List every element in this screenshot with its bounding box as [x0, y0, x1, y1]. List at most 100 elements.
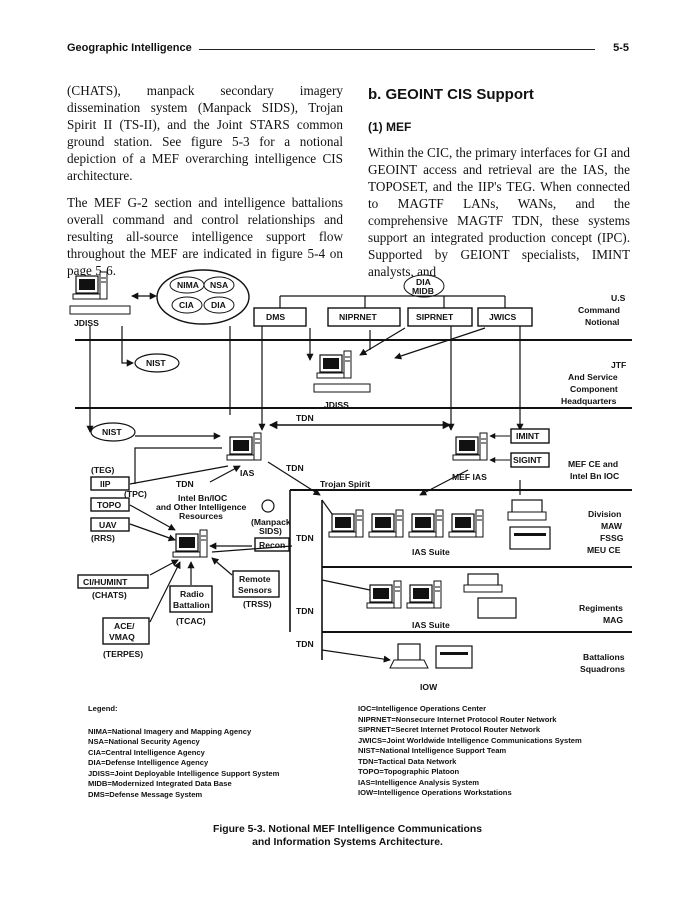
header-rule	[199, 49, 595, 50]
radio-line1: Radio	[180, 589, 204, 599]
svg-text:UAV: UAV	[99, 520, 117, 530]
tdn-label-reg: TDN	[296, 606, 314, 616]
tdn-label-div: TDN	[296, 533, 314, 543]
jdiss-label-top: JDISS	[74, 318, 99, 328]
tdn-label-ias: TDN	[286, 463, 304, 473]
intel-bn-line1: Intel Bn/IOC	[178, 493, 227, 503]
manpack-line2: SIDS)	[259, 526, 282, 536]
left-paragraph-2: The MEF G-2 section and intelligence bat…	[67, 195, 343, 278]
remote-line1: Remote	[239, 574, 271, 584]
net-niprnet: NIPRNET	[339, 312, 377, 322]
legend-item: JWICS=Joint Worldwide Intelligence Commu…	[358, 735, 582, 745]
net-jwics: JWICS	[489, 312, 516, 322]
legend-item: SIPRNET=Secret Internet Protocol Router …	[358, 725, 541, 734]
ias-workstation: IAS	[226, 432, 262, 478]
svg-text:CI/HUMINT: CI/HUMINT	[83, 577, 128, 587]
legend-item: MIDB=Modernized Integrated Data Base	[88, 779, 232, 788]
agency-cluster: NIMA NSA CIA DIA	[156, 269, 250, 325]
teg-label: (TEG)	[91, 465, 115, 475]
right-column: b. GEOINT CIS Support (1) MEF Within the…	[368, 82, 630, 290]
trss-label: (TRSS)	[243, 599, 272, 609]
svg-text:Battalions: Battalions	[583, 652, 625, 662]
caption-line-1: Figure 5-3. Notional MEF Intelligence Co…	[212, 824, 483, 835]
net-dms: DMS	[266, 312, 285, 322]
left-paragraph-1: (CHATS), manpack secondary imagery disse…	[67, 83, 343, 183]
ias-suite-label-reg: IAS Suite	[412, 620, 450, 630]
legend-item: NIST=National Intelligence Support Team	[358, 746, 507, 755]
jdiss-workstation-top: JDISS	[69, 271, 131, 328]
right-paragraph-1: Within the CIC, the primary interfaces f…	[368, 145, 630, 279]
legend-right: IOC=Intelligence Operations Center NIPRN…	[358, 704, 582, 799]
legend-item: NSA=National Security Agency	[88, 737, 200, 746]
division-ias-suite: IAS Suite	[328, 509, 484, 557]
chats-label: (CHATS)	[92, 590, 127, 600]
imint-box	[510, 428, 550, 444]
agency-nima: NIMA	[177, 280, 199, 290]
tdn-label-left: TDN	[176, 479, 194, 489]
agency-cia: CIA	[179, 300, 194, 310]
iow-label: IOW	[420, 682, 438, 692]
svg-text:Recon: Recon	[259, 540, 285, 550]
legend-item: IAS=Intelligence Analysis System	[358, 777, 480, 787]
level-label-battalions: Battalions Squadrons	[580, 652, 625, 674]
level-label-mef: MEF CE and Intel Bn IOC	[568, 459, 619, 481]
agency-nsa: NSA	[210, 280, 228, 290]
dia-label: DIA	[416, 277, 431, 287]
legend-item: CIA=Central Intelligence Agency	[88, 747, 205, 757]
intel-bn-line3: Resources	[179, 511, 223, 521]
terpes-label: (TERPES)	[103, 649, 143, 659]
remote-sensors-box	[232, 570, 280, 598]
svg-text:Squadrons: Squadrons	[580, 664, 625, 674]
tdn-label-bn: TDN	[296, 639, 314, 649]
svg-text:Component: Component	[570, 384, 618, 394]
legend-item: NIMA=National Imagery and Mapping Agency	[88, 726, 252, 736]
legend-item: JDISS=Joint Deployable Intelligence Supp…	[88, 768, 280, 778]
rrs-label: (RRS)	[91, 533, 115, 543]
regiment-ias-suite: IAS Suite	[366, 580, 450, 630]
legend-item: TDN=Tactical Data Network	[358, 756, 457, 766]
legend-item: DMS=Defense Message System	[88, 789, 203, 799]
svg-text:NIST: NIST	[102, 427, 122, 437]
jdiss-label-jtf: JDISS	[324, 400, 349, 410]
trojan-spirit-label: Trojan Spirit	[320, 479, 370, 489]
level-label-regiments: Regiments MAG	[579, 603, 623, 625]
mef-ias-workstation: MEF IAS	[452, 432, 488, 482]
svg-text:MAG: MAG	[603, 615, 623, 625]
legend-title: Legend:	[88, 704, 118, 713]
svg-text:MAW: MAW	[601, 521, 623, 531]
header-title: Geographic Intelligence	[67, 42, 196, 54]
running-header: Geographic Intelligence 5-5	[67, 40, 629, 58]
svg-text:MEU CE: MEU CE	[587, 545, 621, 555]
ias-suite-label-div: IAS Suite	[412, 547, 450, 557]
manpack-antenna-icon	[261, 499, 275, 513]
svg-text:TOPO: TOPO	[97, 500, 122, 510]
svg-text:Regiments: Regiments	[579, 603, 623, 613]
dia-midb: DIA MIDB	[403, 274, 445, 298]
svg-text:Command: Command	[578, 305, 620, 315]
ace-vmaq-box	[102, 617, 150, 645]
sigint-box	[510, 452, 550, 468]
radio-battalion-box	[169, 585, 213, 613]
section-heading: b. GEOINT CIS Support	[368, 86, 534, 103]
left-column: (CHATS), manpack secondary imagery disse…	[67, 82, 343, 289]
legend-item: IOC=Intelligence Operations Center	[358, 704, 487, 713]
level-label-division: Division MAW FSSG MEU CE	[587, 509, 624, 555]
radio-line2: Battalion	[173, 600, 210, 610]
subsection-heading: (1) MEF	[368, 120, 412, 134]
svg-text:MEF CE and: MEF CE and	[568, 459, 618, 469]
svg-text:SIGINT: SIGINT	[513, 455, 542, 465]
svg-text:Division: Division	[588, 509, 621, 519]
tdn-label-top: TDN	[296, 413, 314, 423]
legend-item: TOPO=Topographic Platoon	[358, 767, 460, 776]
legend-left: Legend: NIMA=National Imagery and Mappin…	[88, 704, 279, 800]
intel-bn-workstation	[172, 529, 208, 558]
ace-line2: VMAQ	[109, 632, 135, 642]
svg-text:U.S: U.S	[611, 293, 626, 303]
remote-line2: Sensors	[238, 585, 272, 595]
figure-caption: Figure 5-3. Notional MEF Intelligence Co…	[100, 823, 595, 849]
legend-item: IOW=Intelligence Operations Workstations	[358, 788, 512, 797]
iow-laptop	[389, 643, 429, 669]
ace-line1: ACE/	[114, 621, 135, 631]
midb-label: MIDB	[412, 286, 434, 296]
